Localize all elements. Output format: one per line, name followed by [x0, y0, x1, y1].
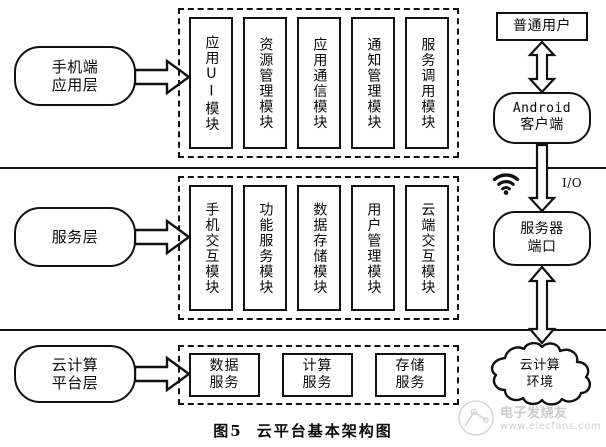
layer-label-mobile-line1: 手机端 — [51, 57, 99, 76]
module-phone-interaction: 手机交互模块 — [189, 185, 233, 311]
layer-divider-1 — [0, 167, 606, 169]
service-storage: 存储 服务 — [375, 353, 446, 397]
module-resource-management: 资源管理模块 — [243, 17, 287, 149]
module-resource-management-label: 资源管理模块 — [257, 36, 274, 130]
module-function-service: 功能服务模块 — [243, 185, 287, 311]
dashed-group-mobile-app-modules — [178, 8, 459, 158]
arrow-user-to-android-client — [527, 40, 557, 94]
service-compute-line2: 服务 — [302, 375, 333, 391]
node-server-port: 服务器 端口 — [493, 211, 591, 266]
service-storage-line2: 服务 — [395, 375, 426, 391]
service-compute-line1: 计算 — [302, 357, 333, 374]
module-cloud-interaction-label: 云端交互模块 — [419, 201, 436, 295]
service-data-line1: 数据 — [209, 357, 240, 374]
service-storage-line1: 存储 — [395, 357, 426, 374]
module-function-service-label: 功能服务模块 — [257, 201, 274, 295]
module-user-management: 用户管理模块 — [351, 185, 395, 311]
module-service-invocation-label: 服务调用模块 — [419, 36, 436, 130]
layer-label-mobile-app: 手机端 应用层 — [14, 46, 136, 106]
node-normal-user: 普通用户 — [496, 12, 588, 41]
figure-caption: 图5 云平台基本架构图 — [0, 420, 606, 441]
layer-label-mobile-line2: 应用层 — [51, 76, 99, 94]
arrow-android-client-to-server-port — [527, 143, 557, 213]
module-notification-management: 通知管理模块 — [351, 17, 395, 149]
wifi-icon — [491, 172, 521, 196]
module-app-ui: 应用UI模块 — [189, 17, 233, 149]
layer-divider-2 — [0, 329, 606, 331]
node-server-port-line2: 端口 — [527, 238, 557, 255]
service-data-line2: 服务 — [209, 375, 240, 391]
dashed-group-cloud-services — [178, 345, 459, 405]
arrow-server-port-to-cloud-environment — [527, 265, 557, 345]
layer-label-cloud-platform: 云计算 平台层 — [14, 345, 136, 403]
dashed-group-service-modules — [178, 176, 459, 320]
module-cloud-interaction: 云端交互模块 — [405, 185, 449, 311]
io-label: I/O — [562, 176, 583, 190]
module-app-communication-label: 应用通信模块 — [311, 36, 328, 130]
node-server-port-line1: 服务器 — [520, 221, 564, 237]
figure-caption-number: 图5 — [213, 422, 243, 440]
module-phone-interaction-label: 手机交互模块 — [203, 201, 220, 295]
node-android-client-line1: Android — [512, 101, 572, 117]
module-app-communication: 应用通信模块 — [297, 17, 341, 149]
node-cloud-environment-line2: 环境 — [526, 374, 554, 390]
node-cloud-environment: 云计算 环境 — [481, 340, 599, 408]
service-data: 数据 服务 — [189, 353, 260, 397]
node-cloud-environment-line1: 云计算 — [519, 358, 561, 373]
layer-label-cloud-line2: 平台层 — [51, 374, 99, 392]
node-normal-user-label: 普通用户 — [513, 18, 571, 35]
module-notification-management-label: 通知管理模块 — [365, 36, 382, 130]
service-compute: 计算 服务 — [282, 353, 353, 397]
layer-label-service: 服务层 — [14, 207, 136, 267]
module-service-invocation: 服务调用模块 — [405, 17, 449, 149]
node-android-client-line2: 客户端 — [520, 117, 564, 134]
module-app-ui-label: 应用UI模块 — [203, 34, 220, 132]
node-android-client: Android 客户端 — [493, 92, 591, 144]
module-data-storage-label: 数据存储模块 — [311, 201, 328, 295]
layer-label-cloud-line1: 云计算 — [51, 355, 99, 374]
figure-caption-title: 云平台基本架构图 — [256, 422, 393, 440]
layer-label-service-text: 服务层 — [51, 227, 99, 246]
module-user-management-label: 用户管理模块 — [365, 201, 382, 295]
module-data-storage: 数据存储模块 — [297, 185, 341, 311]
